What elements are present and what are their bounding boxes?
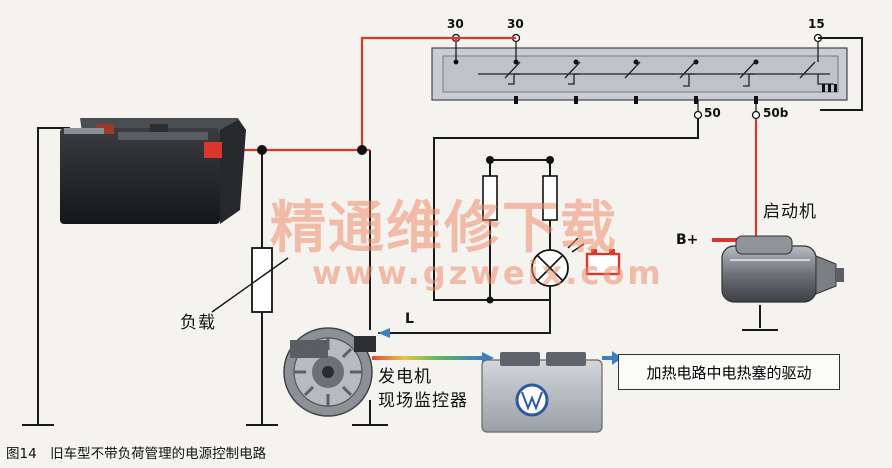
- watermark-title: 精通维修下载: [270, 195, 618, 261]
- battery-warning-icon: [585, 249, 621, 276]
- terminal-30-right-label: 30: [507, 17, 524, 31]
- ecu-output-arrow: [602, 351, 622, 365]
- ecu-module: [481, 352, 603, 433]
- switch-terminals: [451, 33, 823, 120]
- watermark-url: www.gzweix.com: [312, 254, 664, 292]
- starter-motor-icon: [721, 235, 844, 303]
- terminal-15-label: 15: [808, 17, 825, 31]
- battery-positive-wires: [215, 36, 758, 245]
- battery-icon: [60, 118, 246, 224]
- load-label: 负载: [180, 313, 216, 333]
- terminal-50-label: 50: [704, 106, 721, 120]
- terminal-50b-label: 50b: [763, 106, 789, 120]
- b-plus-label: B+: [676, 232, 699, 248]
- glow-plug-driver-box: 加热电路中电热塞的驱动: [618, 354, 840, 390]
- starter-label: 启动机: [763, 202, 817, 222]
- load-resistor: [211, 247, 289, 313]
- pre-excitation-resistors: [482, 160, 558, 221]
- regulator-label-line1: 发电机: [378, 367, 432, 387]
- charge-warning-lamp-icon: [531, 237, 585, 287]
- ignition-switch-panel: [431, 40, 848, 112]
- glow-plug-driver-label: 加热电路中电热塞的驱动: [646, 363, 812, 382]
- ground-and-signal-wires: [22, 37, 863, 426]
- l-line-arrow: [378, 328, 390, 338]
- regulator-label-line2: 现场监控器: [378, 391, 468, 411]
- alternator-icon: [283, 327, 376, 417]
- figure-caption: 图14 旧车型不带负荷管理的电源控制电路: [6, 446, 267, 462]
- terminal-30-left-label: 30: [447, 17, 464, 31]
- l-line-label: L: [405, 311, 414, 327]
